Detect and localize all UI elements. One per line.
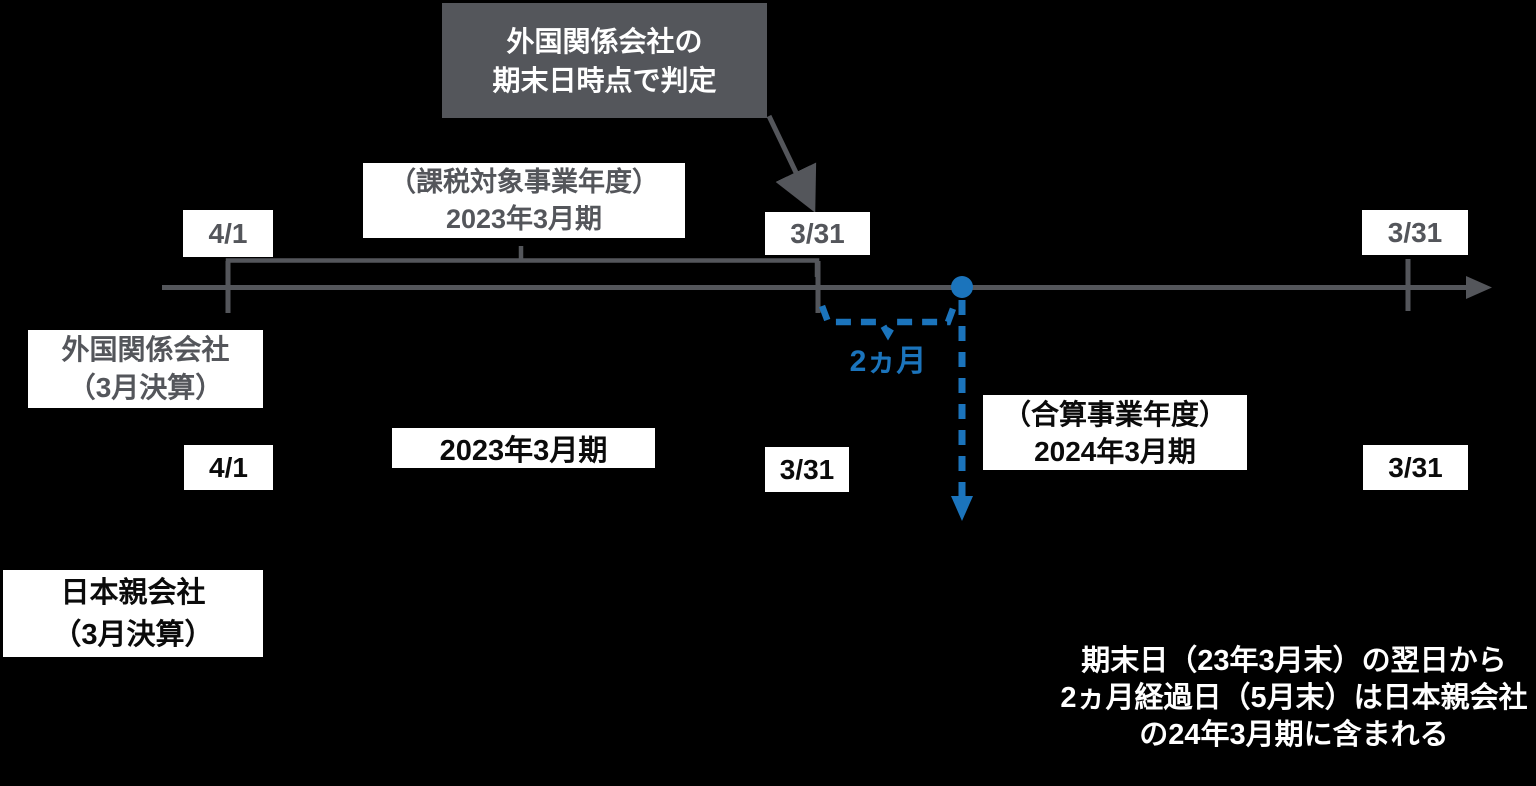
taxable-period-line1: （課税対象事業年度）: [389, 166, 659, 197]
japan-date-next-mar31: 3/31: [1363, 445, 1468, 490]
merge-point-dot: [951, 276, 973, 298]
callout-arrow: [766, 114, 817, 213]
timeline-axis: [162, 276, 1492, 299]
taxable-period-line2: 2023年3月期: [445, 203, 603, 234]
japan-entity-line1: 日本親会社: [60, 576, 206, 609]
taxable-period-brace: [225, 246, 820, 277]
japan-entity-line2: （3月決算）: [52, 618, 214, 651]
judgement-callout: 外国関係会社の 期末日時点で判定: [442, 3, 767, 118]
merge-arrow: [951, 300, 973, 521]
timeline-arrowhead-icon: [1466, 276, 1492, 299]
consolidated-period-line2: 2024年3月期: [1034, 435, 1196, 467]
taxable-period-label: （課税対象事業年度） 2023年3月期: [363, 163, 685, 238]
merge-arrowhead-icon: [951, 496, 973, 521]
japan-date-apr1: 4/1: [184, 445, 273, 490]
top-date-apr1: 4/1: [183, 210, 273, 257]
consolidated-period-label: （合算事業年度） 2024年3月期: [983, 395, 1247, 470]
top-date-mar31: 3/31: [765, 212, 870, 255]
japan-entity-label: 日本親会社 （3月決算）: [3, 570, 263, 657]
judgement-callout-line2: 期末日時点で判定: [492, 64, 717, 96]
two-months-label: 2ヵ月: [849, 345, 927, 378]
note-line3: の24年3月期に含まれる: [1139, 719, 1449, 751]
japan-period-label: 2023年3月期: [392, 428, 655, 468]
top-date-next-mar31: 3/31: [1362, 210, 1468, 255]
note-text: 期末日（23年3月末）の翌日から 2ヵ月経過日（5月末）は日本親会社 の24年3…: [1052, 643, 1536, 754]
note-line2: 2ヵ月経過日（5月末）は日本親会社: [1060, 682, 1528, 714]
consolidated-period-line1: （合算事業年度）: [1002, 398, 1227, 430]
two-month-bracket: [818, 304, 958, 341]
foreign-entity-line2: （3月決算）: [67, 372, 224, 403]
foreign-entity-line1: 外国関係会社: [61, 334, 230, 365]
judgement-callout-line1: 外国関係会社の: [506, 25, 703, 57]
japan-date-mar31: 3/31: [765, 447, 849, 492]
foreign-entity-label: 外国関係会社 （3月決算）: [28, 330, 263, 408]
note-line1: 期末日（23年3月末）の翌日から: [1081, 645, 1507, 677]
